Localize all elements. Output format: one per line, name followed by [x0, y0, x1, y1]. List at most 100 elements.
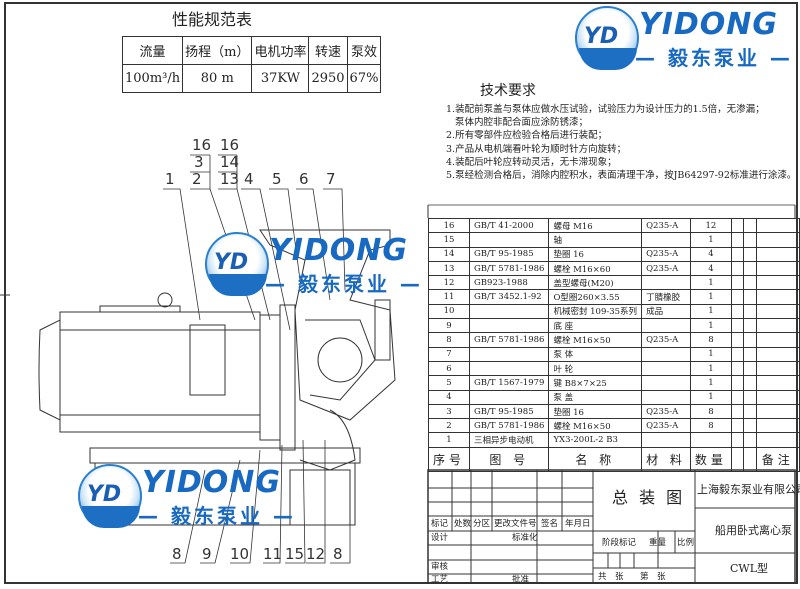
blank-cell: [730, 346, 744, 362]
remark-cell: [755, 360, 800, 377]
part-code: GB/T 5781-1986: [469, 260, 550, 277]
logo-emblem-icon: YD: [575, 6, 639, 70]
blank-cell: [742, 360, 757, 377]
part-material: [641, 346, 691, 362]
blank-cell: [742, 232, 757, 248]
parts-header-row: 序号图 号名 称材 料数量备注: [427, 446, 800, 472]
header-blank: [730, 446, 744, 472]
part-quantity: 4: [689, 260, 732, 277]
logo-word: YIDONG: [142, 465, 282, 500]
part-number: 8: [427, 332, 471, 348]
tech-requirements-title: 技术要求: [480, 83, 536, 99]
perf-power: 37KW: [251, 64, 310, 93]
logo-emblem-icon: YD: [78, 464, 142, 528]
part-name: YX3-200L-2 B3: [548, 432, 643, 448]
part-number: 6: [427, 360, 471, 377]
callout-label: 10: [230, 545, 250, 563]
remark-cell: [755, 246, 800, 262]
part-number: 16: [427, 217, 471, 234]
performance-table-title: 性能规范表: [172, 10, 253, 29]
tech-requirements-text: 1.装配前泵盖与泵体应做水压试验，试验压力为设计压力的1.5倍，无渗漏； 泵体内…: [446, 104, 797, 182]
scale-label: 比例: [677, 538, 695, 548]
part-name: 螺栓 M16×50: [548, 418, 643, 434]
callout-label: 5: [272, 170, 282, 188]
part-quantity: 1: [689, 346, 732, 362]
remark-cell: [755, 275, 800, 291]
callout-label: 8: [333, 545, 343, 563]
blank-cell: [742, 260, 757, 277]
blank-cell: [730, 418, 744, 434]
part-number: 13: [427, 260, 471, 277]
part-code: GB923-1988: [469, 275, 550, 291]
part-quantity: 1: [689, 275, 732, 291]
logo-chinese: — 毅东泵业 —: [265, 272, 423, 296]
process-label: 工艺: [431, 575, 449, 585]
blank-cell: [742, 403, 757, 420]
callout-label: 3: [194, 153, 204, 171]
rev-header-doc: 更改文件号: [494, 519, 537, 529]
performance-table: 流量 扬程（m） 电机功率 转速 泵效 100m³/h 80 m 37KW 29…: [121, 36, 382, 93]
callout-label: 2: [192, 170, 202, 188]
part-code: [469, 303, 550, 320]
blank-cell: [742, 318, 757, 334]
part-code: GB/T 1567-1979: [469, 375, 550, 391]
part-material: [641, 389, 691, 405]
motor-drawing: [38, 292, 296, 451]
part-number: 1: [427, 432, 471, 448]
part-material: Q235-A: [641, 217, 691, 234]
remark-cell: [755, 260, 800, 277]
perf-header-speed: 转速: [308, 36, 348, 65]
perf-header-head: 扬程（m）: [182, 36, 253, 65]
part-material: 成品: [641, 303, 691, 320]
part-quantity: 8: [689, 332, 732, 348]
part-quantity: [689, 432, 732, 448]
design-label: 设计: [431, 533, 449, 543]
part-code: GB/T 3452.1-92: [469, 289, 550, 305]
part-material: [641, 318, 691, 334]
blank-cell: [730, 289, 744, 305]
part-material: [641, 375, 691, 391]
part-name: 泵 体: [548, 346, 643, 362]
rev-header-date: 年月日: [565, 519, 591, 529]
part-code: [469, 346, 550, 362]
logo-chinese: — 毅东泵业 —: [635, 46, 793, 70]
logo-emblem-icon: YD: [205, 232, 269, 296]
rev-header-zone: 分区: [473, 519, 491, 529]
yidong-logo-watermark: YD YIDONG — 毅东泵业 —: [575, 6, 791, 82]
part-number: 11: [427, 289, 471, 305]
remark-cell: [755, 403, 800, 420]
blank-cell: [742, 346, 757, 362]
blank-cell: [742, 275, 757, 291]
part-quantity: 4: [689, 246, 732, 262]
part-material: Q235-A: [641, 418, 691, 434]
product-name: 船用卧式离心泵: [715, 524, 792, 537]
remark-cell: [755, 389, 800, 405]
blank-cell: [742, 303, 757, 320]
blank-cell: [742, 432, 757, 448]
perf-flow: 100m³/h: [121, 64, 184, 93]
header-quantity: 数量: [689, 446, 732, 472]
sheets-total-label: 共 张: [598, 572, 624, 582]
blank-cell: [730, 403, 744, 420]
logo-letters: YD: [584, 24, 619, 49]
rev-header-sign: 签名: [541, 519, 559, 529]
remark-cell: [755, 375, 800, 391]
part-code: GB/T 41-2000: [469, 217, 550, 234]
perf-header-power: 电机功率: [251, 36, 310, 65]
part-quantity: 1: [689, 375, 732, 391]
part-code: 三相异步电动机: [469, 432, 550, 448]
part-number: 4: [427, 389, 471, 405]
part-name: 泵 盖: [548, 389, 643, 405]
part-material: [641, 232, 691, 248]
part-number: 15: [427, 232, 471, 248]
part-quantity: 8: [689, 418, 732, 434]
part-number: 14: [427, 246, 471, 262]
blank-cell: [730, 275, 744, 291]
part-code: GB/T 95-1985: [469, 403, 550, 420]
